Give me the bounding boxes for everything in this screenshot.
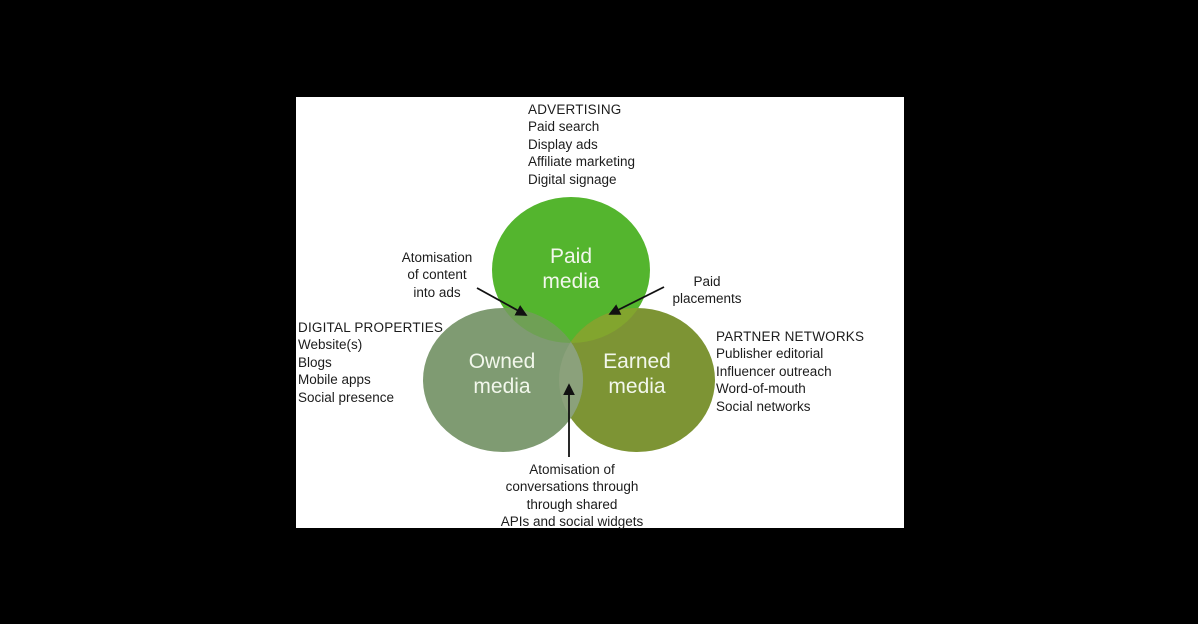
- partner-networks-item: Word-of-mouth: [716, 381, 806, 397]
- paid-media-label-line1: Paid: [549, 245, 593, 268]
- digital-properties-heading: DIGITAL PROPERTIES: [298, 320, 444, 335]
- paid-placements-line: placements: [672, 291, 742, 307]
- partner-networks-note: PARTNER NETWORKS Publisher editorial Inf…: [716, 328, 864, 415]
- atomisation-ads-line: of content: [407, 267, 467, 283]
- digital-properties-item: Social presence: [298, 389, 395, 405]
- arrow-paid-placements-icon: [608, 286, 665, 315]
- advertising-heading: ADVERTISING: [528, 102, 622, 117]
- arrow-content-into-ads-icon: [476, 287, 528, 316]
- owned-media-label-line1: Owned: [468, 350, 536, 373]
- digital-properties-item: Website(s): [298, 337, 363, 353]
- paid-placements-line: Paid: [693, 274, 721, 289]
- partner-networks-item: Publisher editorial: [716, 346, 824, 362]
- earned-media-label-line2: media: [608, 375, 666, 398]
- advertising-item: Display ads: [528, 136, 598, 152]
- partner-networks-heading: PARTNER NETWORKS: [716, 329, 865, 344]
- earned-media-label: Earned media: [603, 349, 671, 399]
- atomisation-conversations-line: through shared: [526, 496, 618, 512]
- partner-networks-item: Social networks: [716, 398, 811, 414]
- digital-properties-item: Mobile apps: [298, 372, 371, 388]
- atomisation-ads-line: into ads: [413, 284, 461, 300]
- owned-media-label: Owned media: [469, 349, 536, 399]
- venn-diagram: [423, 197, 715, 457]
- advertising-item: Affiliate marketing: [528, 154, 636, 170]
- advertising-item: Digital signage: [528, 171, 617, 187]
- owned-media-circle: [423, 308, 583, 452]
- atomisation-ads-note: Atomisation of content into ads: [377, 249, 497, 301]
- atomisation-ads-line: Atomisation: [401, 250, 473, 265]
- earned-media-circle: [559, 308, 715, 452]
- advertising-item: Paid search: [528, 119, 600, 135]
- paid-placements-note: Paid placements: [652, 273, 762, 308]
- paid-media-label-line2: media: [542, 270, 600, 293]
- diagram-panel: Paid media Owned media Earned media ADVE…: [296, 97, 904, 531]
- advertising-note: ADVERTISING Paid search Display ads Affi…: [528, 101, 635, 188]
- paid-media-label: Paid media: [542, 244, 599, 294]
- atomisation-conversations-line: Atomisation of: [529, 462, 615, 477]
- partner-networks-item: Influencer outreach: [716, 363, 832, 379]
- digital-properties-item: Blogs: [298, 354, 332, 370]
- digital-properties-note: DIGITAL PROPERTIES Website(s) Blogs Mobi…: [298, 319, 443, 406]
- earned-media-label-line1: Earned: [603, 350, 671, 373]
- owned-media-label-line2: media: [473, 375, 531, 398]
- atomisation-conversations-note: Atomisation of conversations through thr…: [482, 461, 662, 531]
- atomisation-conversations-line: conversations through: [505, 479, 639, 495]
- atomisation-conversations-line: APIs and social widgets: [500, 514, 644, 530]
